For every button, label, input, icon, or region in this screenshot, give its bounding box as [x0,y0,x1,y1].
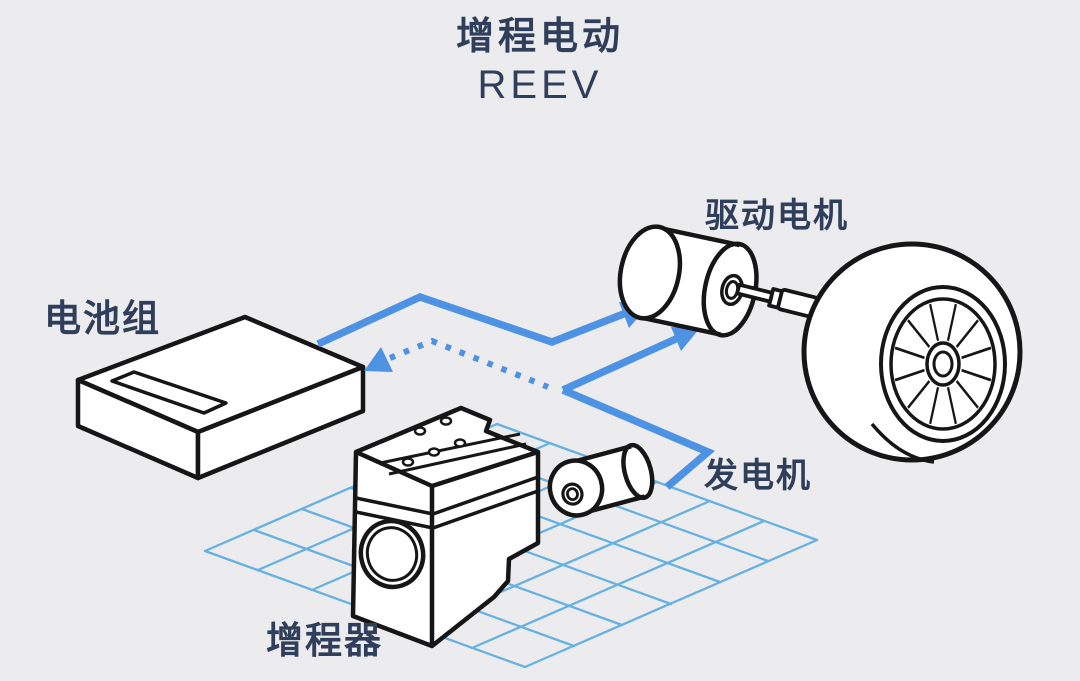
wheel-illustration [801,241,1023,464]
battery-label: 电池组 [44,298,161,339]
generator-label: 发电机 [704,457,812,495]
battery-pack-illustration [75,314,366,481]
range-extender-illustration [350,405,541,649]
generator-illustration [547,442,655,518]
arrow-generator-to-motor [561,334,680,394]
arrowhead-generator-to-motor [671,327,700,351]
arrowhead-charging-to-battery [364,347,393,372]
wheel-spokes [894,303,992,425]
arrow-battery-to-motor [316,292,628,348]
diagram-title: 增程电动 REEV [0,16,1080,108]
generator-connector-line [561,386,716,490]
drive-motor-illustration [617,224,759,338]
diagram-title-cn: 增程电动 [455,16,624,58]
dotted-arrow-charging-to-battery [388,337,550,390]
diagram-title-en: REEV [477,62,603,107]
drive-motor-label: 驱动电机 [705,197,849,235]
range-extender-label: 增程器 [266,620,383,661]
